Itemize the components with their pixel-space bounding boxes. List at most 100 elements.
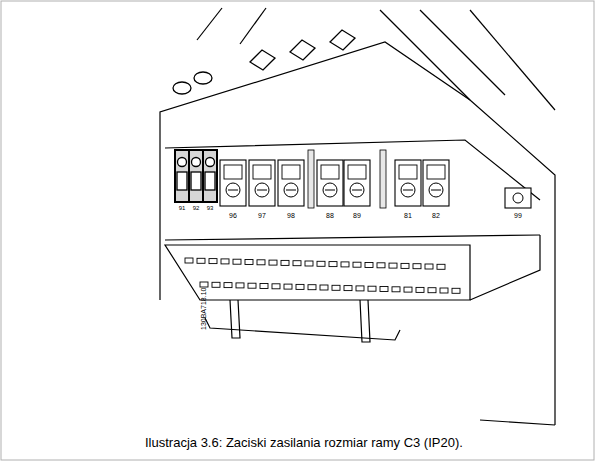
terminal-screw: [206, 158, 215, 167]
vent-slot: [185, 258, 193, 263]
terminal-body: [317, 160, 343, 206]
terminal: [395, 160, 421, 206]
vent-slot: [221, 259, 229, 264]
screw-slot: [403, 190, 413, 191]
terminal-screw: [226, 183, 240, 197]
cable-entry: [290, 40, 315, 60]
vent-slots: [185, 258, 460, 293]
vent-slot: [317, 261, 325, 266]
mains-terminal-body: [175, 150, 189, 202]
bracket-foot: [360, 300, 370, 342]
screw-slot: [325, 190, 335, 191]
vent-slot: [236, 283, 244, 288]
vent-slot: [284, 284, 292, 289]
cable-entries: [173, 30, 355, 94]
vent-slot: [296, 284, 304, 289]
terminal-blocks: [175, 150, 531, 208]
terminal-screw: [429, 183, 443, 197]
vent-slot: [233, 259, 241, 264]
terminal-number: 89: [352, 212, 362, 219]
terminal-screw: [192, 158, 201, 167]
vent-slot: [305, 261, 313, 266]
figure-caption: Ilustracja 3.6: Zaciski zasilania rozmia…: [145, 436, 463, 449]
vent-slot: [353, 262, 361, 267]
vent-slot: [416, 287, 424, 292]
housing-edge: [480, 420, 555, 425]
vent-slot: [293, 261, 301, 266]
terminal-number: 96: [228, 212, 238, 219]
housing-edge: [420, 10, 505, 95]
vent-slot: [380, 287, 388, 292]
vent-slot: [425, 264, 433, 269]
terminal-plate-edge: [165, 235, 540, 240]
terminal-clamp: [253, 165, 271, 179]
terminal-separator: [308, 150, 314, 208]
vent-slot: [344, 286, 352, 291]
vent-slot: [428, 288, 436, 293]
terminal-clamp: [282, 165, 300, 179]
terminal-number: 98: [286, 212, 296, 219]
housing: [160, 8, 555, 425]
vent-panel: [165, 245, 470, 300]
cable-entry: [173, 82, 191, 94]
vent-slot: [320, 285, 328, 290]
screw-slot: [431, 190, 441, 191]
terminal: [344, 160, 370, 206]
terminal-clamp: [427, 165, 445, 179]
terminal-clamp: [321, 165, 339, 179]
vent-slot: [329, 262, 337, 267]
vent-slot: [260, 284, 268, 289]
vent-slot: [308, 285, 316, 290]
vent-slot: [257, 260, 265, 265]
vent-slot: [377, 263, 385, 268]
cable-entry: [250, 50, 275, 70]
housing-edge: [197, 8, 222, 40]
screw-slot: [257, 190, 267, 191]
vent-slot: [248, 283, 256, 288]
housing-edge: [380, 10, 470, 100]
terminal-clamp: [191, 172, 201, 190]
terminal-body: [395, 160, 421, 206]
housing-outline: [160, 42, 555, 425]
vent-slot: [341, 262, 349, 267]
terminal-clamp: [177, 172, 187, 190]
terminal-body: [344, 160, 370, 206]
screw-slot: [286, 190, 296, 191]
terminal-screw: [350, 183, 364, 197]
vent-slot: [437, 264, 445, 269]
terminal-number: 81: [403, 212, 413, 219]
vent-slot: [392, 287, 400, 292]
vent-slot: [401, 263, 409, 268]
vent-slot: [245, 260, 253, 265]
terminal-clamp: [348, 165, 366, 179]
terminal: [220, 160, 246, 206]
terminal-separator: [380, 150, 386, 208]
terminal-number: 82: [431, 212, 441, 219]
vent-slot: [269, 260, 277, 265]
mains-terminal: [189, 150, 203, 202]
terminal-clamp: [399, 165, 417, 179]
figure-id: 130BA718.10: [200, 288, 207, 330]
terminal: [249, 160, 275, 206]
terminal-clamp: [205, 172, 215, 190]
vent-slot: [413, 264, 421, 269]
terminal-number: 91: [179, 205, 186, 211]
housing-edge: [470, 235, 540, 300]
terminal-number: 93: [207, 205, 214, 211]
terminal-number: 92: [193, 205, 200, 211]
vent-slot: [281, 260, 289, 265]
vent-slot: [332, 285, 340, 290]
terminal-body: [249, 160, 275, 206]
terminal-body: [220, 160, 246, 206]
terminal: [317, 160, 343, 206]
vent-slot: [209, 259, 217, 264]
vent-slot: [389, 263, 397, 268]
vent-slot: [224, 283, 232, 288]
earth-clamp: [505, 188, 531, 208]
mains-terminal-body: [189, 150, 203, 202]
housing-edge: [240, 8, 266, 44]
terminal-body: [278, 160, 304, 206]
mounting-bracket: [205, 318, 400, 340]
terminal-number: 88: [325, 212, 335, 219]
